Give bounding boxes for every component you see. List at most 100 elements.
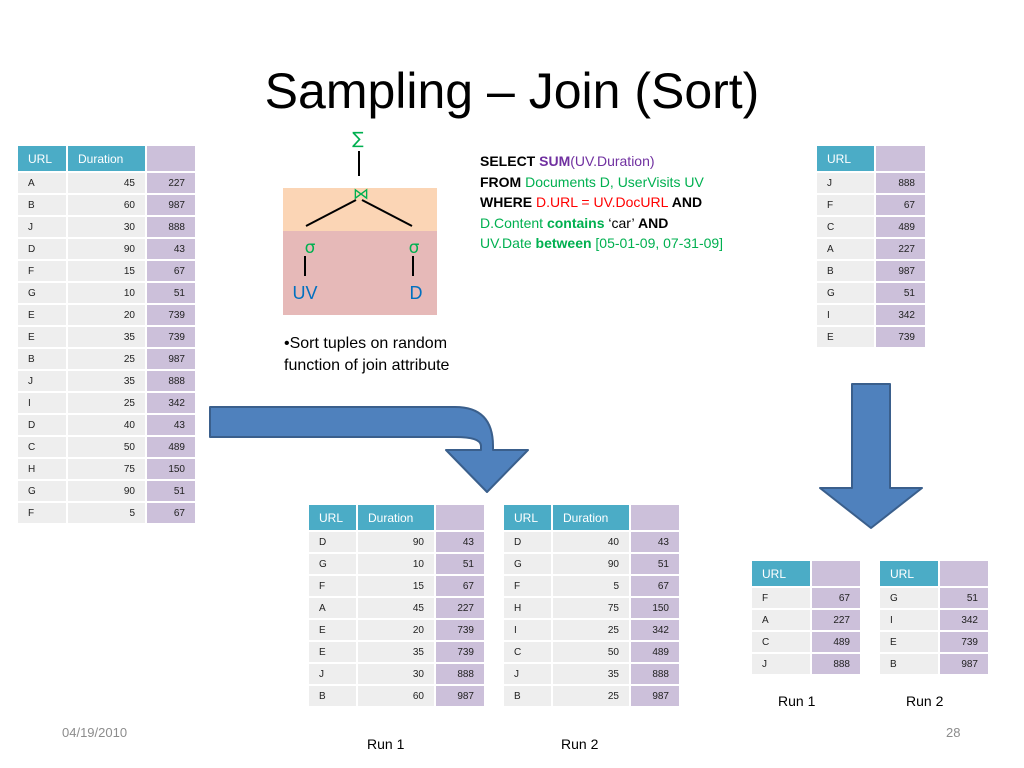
cell-key: 43 bbox=[631, 532, 679, 552]
cell-url: I bbox=[18, 393, 66, 413]
cell-url: E bbox=[817, 327, 874, 347]
sql-line-where: WHERE D.URL = UV.DocURL AND bbox=[480, 192, 723, 213]
cell-key: 888 bbox=[631, 664, 679, 684]
cell-duration: 90 bbox=[553, 554, 629, 574]
sql-keyword: AND bbox=[637, 214, 669, 231]
cell-url: C bbox=[752, 632, 810, 652]
cell-key: 987 bbox=[940, 654, 988, 674]
col-duration: Duration bbox=[358, 505, 434, 530]
cell-url: D bbox=[18, 415, 66, 435]
sql-keyword: WHERE bbox=[480, 194, 533, 210]
cell-url: G bbox=[18, 283, 66, 303]
cell-url: H bbox=[18, 459, 66, 479]
cell-key: 489 bbox=[876, 217, 925, 237]
cell-duration: 30 bbox=[358, 664, 434, 684]
cell-url: E bbox=[18, 327, 66, 347]
cell-key: 739 bbox=[436, 620, 484, 640]
cell-duration: 25 bbox=[553, 620, 629, 640]
cell-key: 739 bbox=[876, 327, 925, 347]
cell-url: G bbox=[880, 588, 938, 608]
cell-key: 67 bbox=[436, 576, 484, 596]
sql-function: SUM bbox=[539, 153, 571, 169]
cell-key: 51 bbox=[147, 481, 195, 501]
cell-duration: 25 bbox=[553, 686, 629, 706]
plan-leaf-uv: UV bbox=[292, 283, 317, 303]
cell-url: C bbox=[18, 437, 66, 457]
cell-duration: 30 bbox=[68, 217, 145, 237]
col-url: URL bbox=[504, 505, 551, 530]
sql-text: UV.Date bbox=[480, 235, 532, 251]
cell-url: F bbox=[309, 576, 356, 596]
cell-key: 888 bbox=[436, 664, 484, 684]
cell-duration: 90 bbox=[358, 532, 434, 552]
cell-key: 739 bbox=[147, 327, 195, 347]
cell-key: 51 bbox=[631, 554, 679, 574]
sum-icon: ∑ bbox=[352, 129, 364, 149]
cell-url: B bbox=[880, 654, 938, 674]
cell-key: 987 bbox=[876, 261, 925, 281]
cell-url: B bbox=[817, 261, 874, 281]
cell-key: 67 bbox=[876, 195, 925, 215]
cell-url: B bbox=[18, 195, 66, 215]
sql-literal: [05-01-09, 07-31-09] bbox=[595, 235, 724, 251]
cell-key: 51 bbox=[147, 283, 195, 303]
sql-literal: ‘car’ bbox=[608, 214, 635, 231]
cell-key: 342 bbox=[631, 620, 679, 640]
cell-key: 987 bbox=[147, 195, 195, 215]
cell-key: 51 bbox=[940, 588, 988, 608]
bent-arrow-icon bbox=[209, 406, 529, 493]
cell-key: 888 bbox=[147, 217, 195, 237]
cell-key: 739 bbox=[147, 305, 195, 325]
cell-duration: 40 bbox=[68, 415, 145, 435]
cell-url: E bbox=[18, 305, 66, 325]
cell-url: J bbox=[752, 654, 810, 674]
cell-duration: 45 bbox=[358, 598, 434, 618]
sql-keyword: FROM bbox=[480, 173, 522, 190]
cell-url: J bbox=[309, 664, 356, 684]
doc-run2-label: Run 2 bbox=[906, 693, 944, 709]
cell-url: H bbox=[504, 598, 551, 618]
cell-duration: 50 bbox=[68, 437, 145, 457]
cell-key: 342 bbox=[147, 393, 195, 413]
cell-key: 489 bbox=[147, 437, 195, 457]
cell-url: B bbox=[18, 349, 66, 369]
sql-text: Documents D, UserVisits UV bbox=[525, 173, 704, 190]
sql-query: SELECT SUM(UV.Duration) FROM Documents D… bbox=[480, 151, 723, 254]
cell-url: J bbox=[817, 173, 874, 193]
cell-url: J bbox=[18, 217, 66, 237]
cell-duration: 10 bbox=[358, 554, 434, 574]
col-url: URL bbox=[752, 561, 810, 586]
col-key bbox=[436, 505, 484, 530]
doc-run1-label: Run 1 bbox=[778, 693, 816, 709]
col-url: URL bbox=[309, 505, 356, 530]
sql-operator: contains bbox=[546, 214, 605, 231]
cell-url: C bbox=[504, 642, 551, 662]
cell-duration: 35 bbox=[68, 371, 145, 391]
cell-duration: 25 bbox=[68, 349, 145, 369]
sql-text: D.Content bbox=[480, 214, 544, 231]
cell-key: 739 bbox=[940, 632, 988, 652]
cell-key: 227 bbox=[147, 173, 195, 193]
